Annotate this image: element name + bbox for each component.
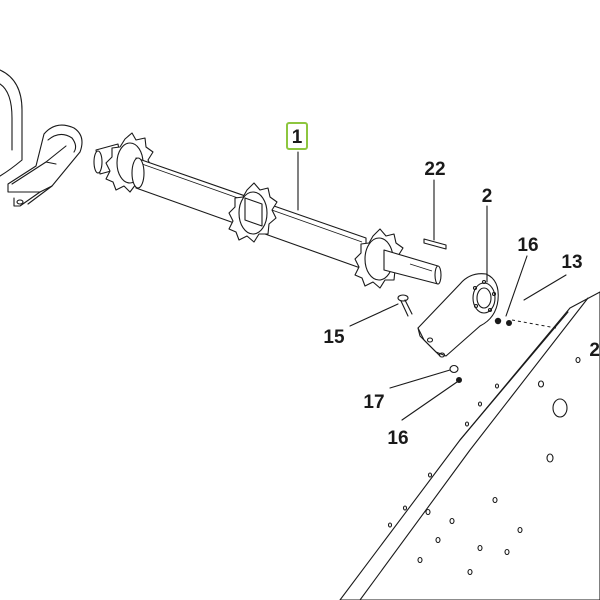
nuts-washer <box>449 317 512 383</box>
callout-1[interactable]: 1 <box>292 127 303 148</box>
callout-2[interactable]: 2 <box>482 186 493 207</box>
selected-part-highlight <box>286 122 308 150</box>
bearing-flange <box>417 273 499 358</box>
callout-16-top[interactable]: 16 <box>517 235 538 256</box>
callout-13[interactable]: 13 <box>561 252 582 273</box>
bolt <box>397 294 413 317</box>
side-plate <box>339 291 600 600</box>
left-bracket <box>7 124 83 207</box>
callout-22[interactable]: 22 <box>424 159 445 180</box>
left-frame <box>0 69 23 177</box>
middle-sprocket <box>228 182 278 243</box>
callout-16-bottom[interactable]: 16 <box>387 428 408 449</box>
callout-2-edge[interactable]: 2 <box>589 340 600 361</box>
callout-15[interactable]: 15 <box>323 327 345 348</box>
key-pin <box>423 238 447 250</box>
callout-17[interactable]: 17 <box>363 392 384 413</box>
shaft-assembly <box>93 132 442 289</box>
leader-lines <box>297 151 567 421</box>
